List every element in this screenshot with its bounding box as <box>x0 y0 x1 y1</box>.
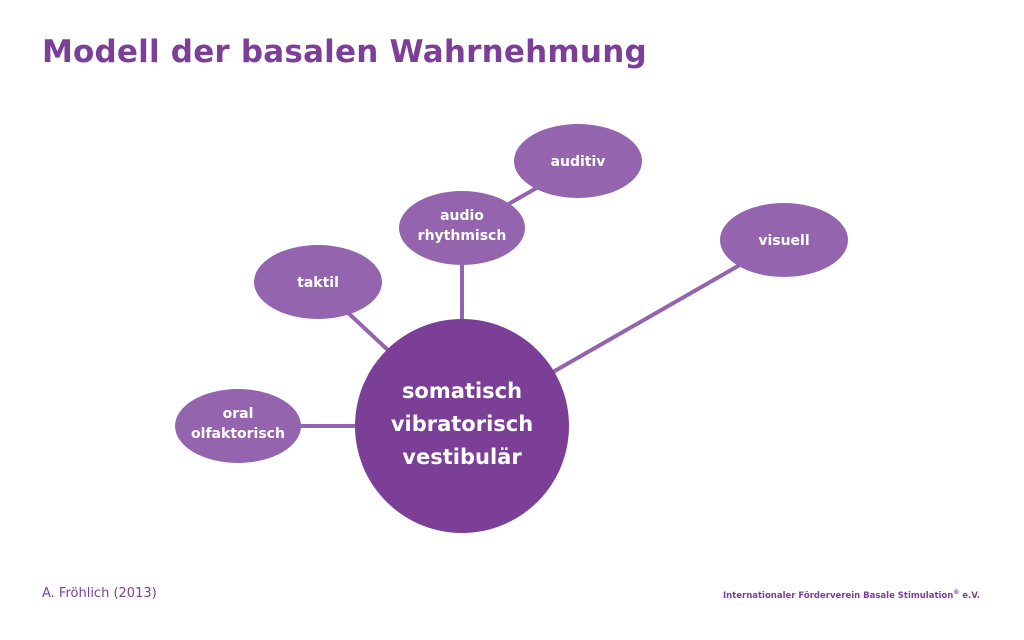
node-oral-line-2: olfaktorisch <box>191 426 285 442</box>
node-center: somatisch vibratorisch vestibulär <box>355 319 569 533</box>
connector-visuell <box>552 260 746 374</box>
node-audio-rhythmisch: audio rhythmisch <box>399 191 525 265</box>
node-center-line-3: vestibulär <box>402 445 522 469</box>
registered-mark: ® <box>953 589 960 596</box>
node-center-line-1: somatisch <box>402 379 522 403</box>
author-citation: A. Fröhlich (2013) <box>42 586 157 601</box>
node-center-line-2: vibratorisch <box>391 412 533 436</box>
page-title: Modell der basalen Wahrnehmung <box>42 34 647 70</box>
node-audio-line-1: audio <box>440 208 484 224</box>
node-oral: oral olfaktorisch <box>175 389 301 463</box>
organization-name: Internationaler Förderverein Basale Stim… <box>722 590 954 601</box>
organization-suffix: e.V. <box>959 590 980 601</box>
organization-credit: Internationaler Förderverein Basale Stim… <box>723 589 980 601</box>
connector-auditiv <box>504 184 541 208</box>
node-taktil: taktil <box>254 245 382 319</box>
connectors <box>300 184 746 428</box>
node-auditiv-label: auditiv <box>551 154 606 170</box>
node-audio-line-2: rhythmisch <box>418 228 507 244</box>
node-auditiv: auditiv <box>514 124 642 198</box>
node-oral-line-1: oral <box>223 406 254 422</box>
node-taktil-label: taktil <box>297 275 339 291</box>
connector-taktil <box>343 308 392 354</box>
node-visuell: visuell <box>720 203 848 277</box>
node-visuell-label: visuell <box>758 233 809 249</box>
